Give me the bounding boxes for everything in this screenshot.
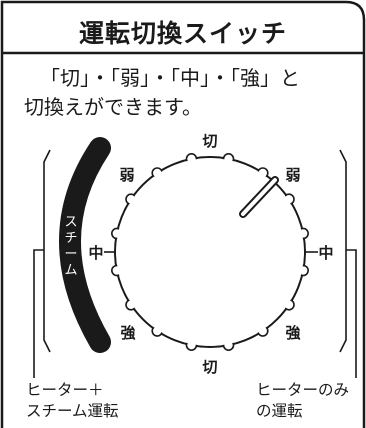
dial-label-left-high: 強 bbox=[120, 324, 135, 342]
svg-text:スチーム: スチーム bbox=[64, 215, 77, 278]
caption-heater-steam: ヒーター＋ スチーム運転 bbox=[26, 380, 119, 422]
page-title: 運転切換スイッチ bbox=[78, 19, 287, 48]
description-line-2: 切換えができます。 bbox=[24, 95, 202, 119]
caption-heater-steam-line-1: ヒーター＋ bbox=[26, 381, 104, 399]
dial-label-right-high: 強 bbox=[285, 324, 300, 342]
steam-label: スチーム bbox=[64, 215, 77, 278]
dial-label-right-low: 弱 bbox=[285, 166, 300, 184]
right-bracket bbox=[339, 149, 347, 353]
dial-face bbox=[116, 158, 304, 346]
caption-heater-only-line-2: の運転 bbox=[256, 402, 303, 420]
dial-label-left-low: 弱 bbox=[119, 166, 134, 184]
caption-heater-steam-line-2: スチーム運転 bbox=[26, 402, 119, 420]
dial bbox=[111, 153, 309, 351]
left-leader-line bbox=[33, 249, 44, 378]
left-bracket bbox=[43, 149, 51, 353]
dial-label-left-mid: 中 bbox=[88, 244, 103, 262]
dial-pointer bbox=[239, 176, 279, 218]
dial-label-right-mid: 中 bbox=[318, 244, 333, 262]
description-line-1: 「切」・「弱」・「中」・「強」と bbox=[40, 66, 300, 90]
caption-heater-only: ヒーターのみ の運転 bbox=[256, 380, 349, 422]
dial-label-bottom-off: 切 bbox=[202, 358, 217, 376]
caption-heater-only-line-1: ヒーターのみ bbox=[256, 381, 350, 399]
steam-band bbox=[59, 137, 111, 353]
dial-label-top-off: 切 bbox=[202, 132, 217, 150]
description: 「切」・「弱」・「中」・「強」と 切換えができます。 bbox=[24, 64, 350, 122]
right-leader-line bbox=[346, 249, 357, 378]
